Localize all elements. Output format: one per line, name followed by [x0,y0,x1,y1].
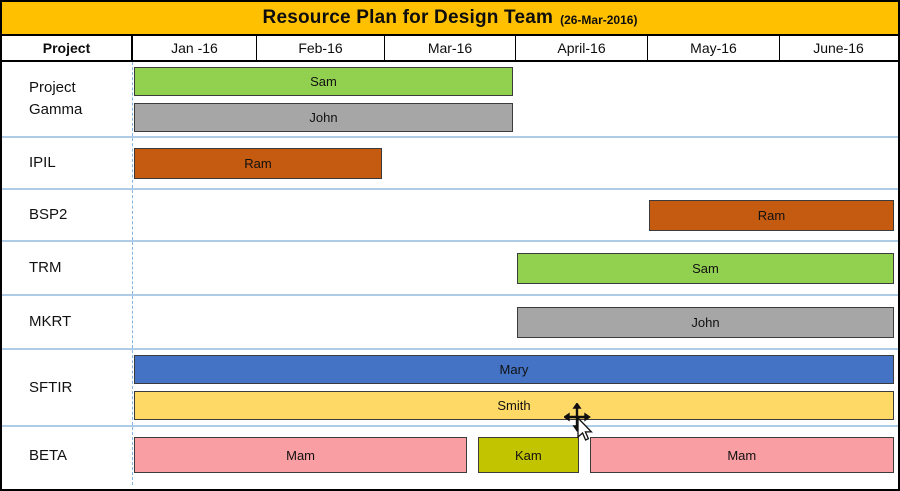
month-header: Feb-16 [257,36,385,60]
project-column-header: Project [2,36,133,60]
project-label: Project Gamma [2,62,133,136]
gantt-bar-smith[interactable]: Smith [134,391,894,420]
month-header: June-16 [813,40,864,56]
gantt-bar-sam[interactable]: Sam [134,66,513,96]
gantt-bar-ram[interactable]: Ram [649,199,894,231]
gantt-bar-ram[interactable]: Ram [134,147,382,179]
row-timeline: Sam [133,242,898,294]
month-header: April-16 [516,36,648,60]
project-row: BSP2 Ram [2,190,898,242]
row-timeline: Ram [133,190,898,240]
project-label: MKRT [2,296,133,348]
page-title: Resource Plan for Design Team [262,7,554,28]
project-label: IPIL [2,138,133,188]
row-timeline: Ram [133,138,898,188]
project-row: MKRT John [2,296,898,350]
gantt-bar-mary[interactable]: Mary [134,355,894,384]
gantt-bar-mam[interactable]: Mam [589,437,894,473]
gantt-bar-sam[interactable]: Sam [517,252,894,284]
title-bar: Resource Plan for Design Team (26-Mar-20… [2,2,898,36]
project-row: TRM Sam [2,242,898,296]
row-timeline: John [133,296,898,348]
project-label: SFTIR [2,350,133,425]
project-label: BETA [2,427,133,485]
month-header: May-16 [648,36,780,60]
gantt-bar-john[interactable]: John [517,306,894,338]
gantt-bar-kam[interactable]: Kam [477,437,579,473]
project-label: BSP2 [2,190,133,240]
title-date: (26-Mar-2016) [560,12,638,27]
gantt-bar-john[interactable]: John [134,102,513,132]
gantt-bar-mam[interactable]: Mam [134,437,468,473]
project-label: TRM [2,242,133,294]
month-header: Jan -16 [133,36,257,60]
month-header: Mar-16 [385,36,516,60]
